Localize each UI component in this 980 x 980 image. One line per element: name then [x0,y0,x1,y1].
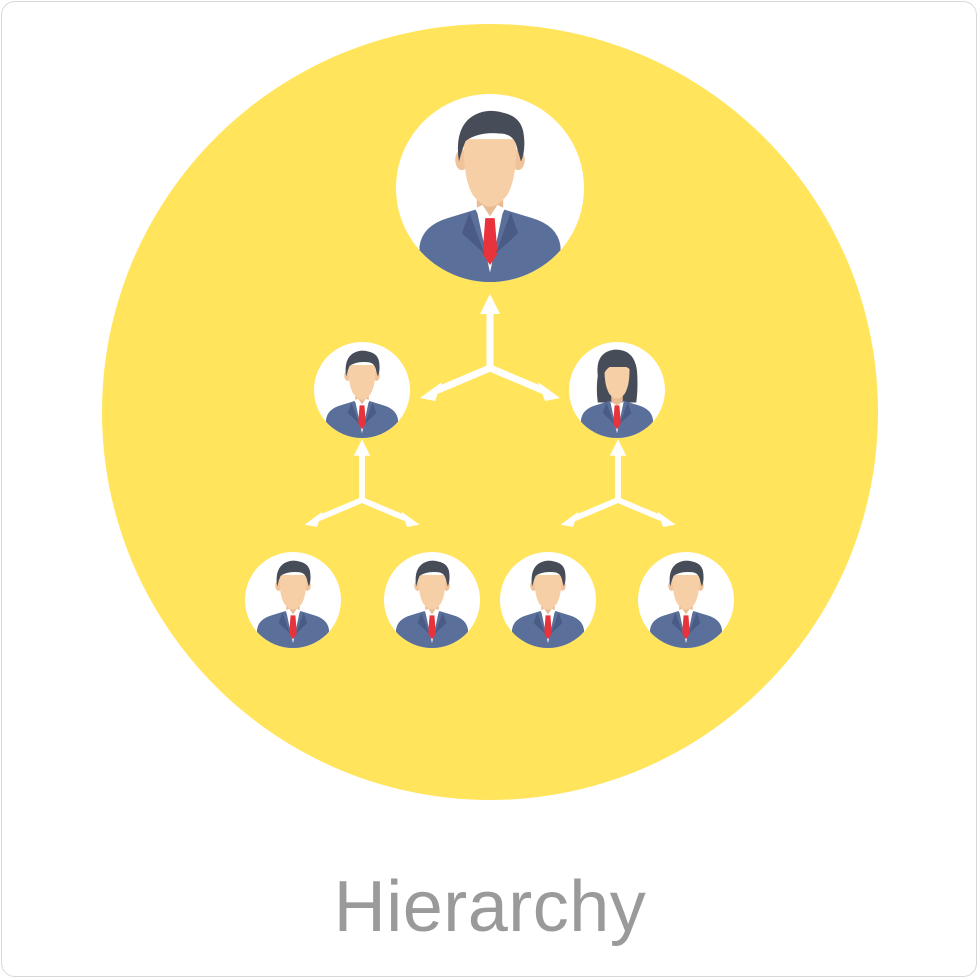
icon-caption: Hierarchy [333,867,647,947]
